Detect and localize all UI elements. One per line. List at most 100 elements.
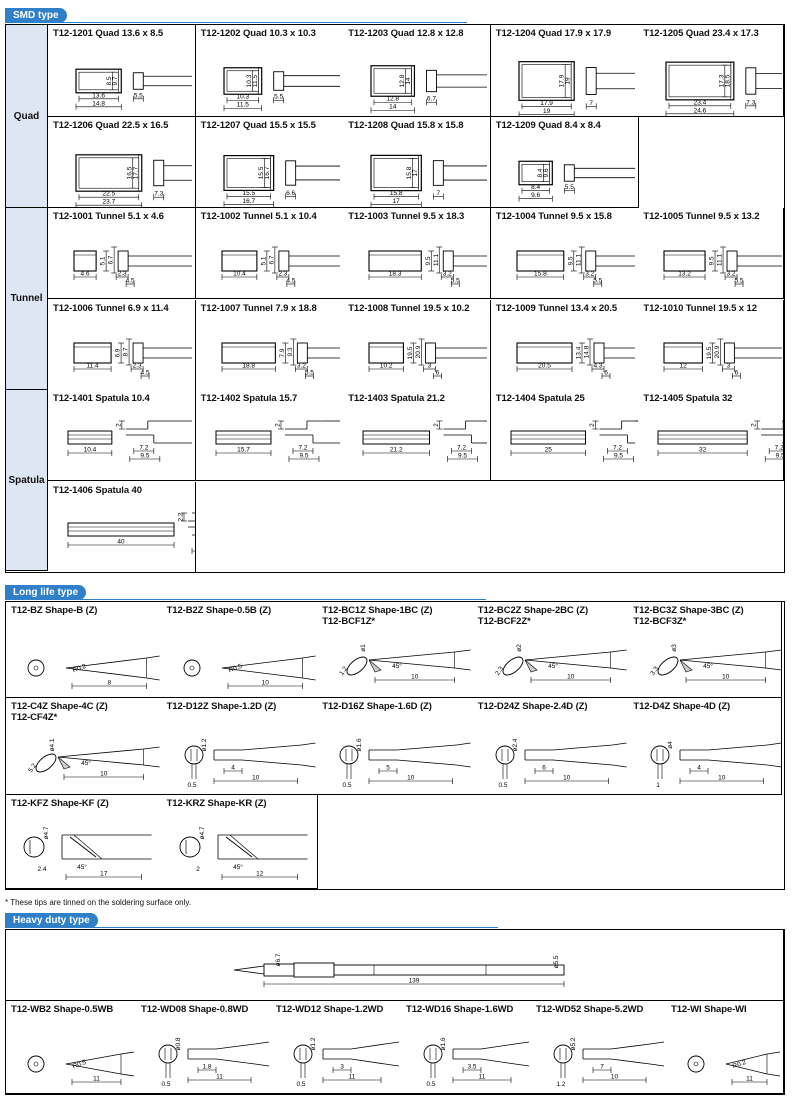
- dimension-label: ø6.7: [275, 953, 282, 966]
- dimension-label: 1.2: [338, 665, 349, 677]
- tip-title: T12-1005 Tunnel 9.5 x 13.2: [643, 211, 759, 222]
- dimension-label: 9.6: [543, 168, 550, 177]
- dimension-label: 6: [542, 765, 546, 772]
- dimension-label: 17: [393, 198, 401, 205]
- dimension-label: 11.5: [252, 75, 259, 88]
- dimension-label: 10: [567, 674, 575, 681]
- dimension-label: 10: [407, 775, 415, 782]
- dimension-label: 15.5: [242, 190, 255, 197]
- dimension-label: 11: [746, 1076, 753, 1083]
- dimension-label: 45°: [548, 662, 558, 670]
- dimension-label: 11: [479, 1074, 486, 1081]
- dimension-label: 6: [604, 370, 608, 377]
- dimension-label: 19: [543, 108, 551, 115]
- dimension-label: 4.3: [593, 363, 602, 370]
- tip-cell: T12-WD08 Shape-0.8WD ø0.8 0.5 1.8 11: [136, 1001, 272, 1094]
- dimension-label: 15.7: [237, 447, 250, 454]
- tip-model: T12-WD08 Shape-0.8WD: [141, 1004, 249, 1015]
- dimension-label: 18.5: [725, 74, 732, 87]
- dimension-label: R0.2: [72, 663, 88, 674]
- dimension-label: 7.3: [154, 191, 163, 198]
- tip-model: T12-1002 Tunnel 5.1 x 10.4: [200, 211, 317, 222]
- tip-model: T12-KRZ Shape-KR (Z): [166, 798, 267, 809]
- tip-model: T12-1006 Tunnel 6.9 x 11.4: [53, 303, 169, 314]
- dimension-label: 8.7: [123, 347, 130, 356]
- dimension-label: 11: [216, 1074, 223, 1081]
- tip-model: T12-B2Z Shape-0.5B (Z): [166, 605, 272, 616]
- dimension-label: 19.5: [706, 346, 713, 359]
- dimension-label: ø4.7: [43, 826, 50, 839]
- dimension-label: 5: [386, 765, 390, 772]
- tip-model: T12-1004 Tunnel 9.5 x 15.8: [495, 211, 612, 222]
- dimension-label: 9.5: [567, 256, 574, 265]
- tip-model: T12-WI Shape-WI: [671, 1004, 747, 1015]
- dimension-label: 2: [751, 423, 758, 427]
- tip-model: T12-1209 Quad 8.4 x 8.4: [495, 120, 601, 131]
- dimension-label: 2: [196, 866, 200, 873]
- tinned-footnote: * These tips are tinned on the soldering…: [5, 898, 192, 907]
- dimension-label: 9.3: [286, 347, 293, 356]
- dimension-label: 13.4: [575, 346, 582, 359]
- dimension-label: ø4: [667, 741, 674, 749]
- dimension-label: 0.5: [161, 1081, 170, 1088]
- dimension-label: 7.2: [139, 445, 148, 452]
- dimension-label: 20.9: [415, 345, 422, 358]
- tip-title: T12-1401 Spatula 10.4: [53, 393, 150, 404]
- tip-drawing: ø1.60.53.511: [423, 1037, 530, 1088]
- tip-model: T12-WB2 Shape-0.5WB: [11, 1004, 114, 1015]
- dimension-label: 17.3: [719, 74, 726, 87]
- dimension-label: 4: [231, 765, 235, 772]
- tip-model: T12-BZ Shape-B (Z): [11, 605, 98, 616]
- dimension-label: 4.5: [141, 370, 150, 377]
- dimension-label: 21.2: [390, 447, 403, 454]
- dimension-label: 3.2: [443, 271, 452, 278]
- dimension-label: ø1.2: [201, 738, 208, 751]
- dimension-label: 19.5: [407, 346, 414, 359]
- heavy-section-header: Heavy duty type: [5, 913, 497, 928]
- dimension-label: 15.8: [534, 271, 547, 278]
- dimension-label: 11.1: [717, 254, 724, 267]
- dimension-label: 6.7: [427, 96, 436, 103]
- dimension-label: 6.6: [286, 190, 295, 197]
- dimension-label: 17: [412, 169, 419, 177]
- dimension-label: ø0.8: [175, 1037, 182, 1050]
- dimension-label: 2.2: [178, 512, 185, 521]
- dimension-label: 15.8: [390, 190, 403, 197]
- dimension-label: R0.5: [72, 1059, 88, 1070]
- tip-model-alt: T12-CF4Z*: [11, 712, 58, 723]
- dimension-label: 12: [256, 871, 264, 878]
- tip-model: T12-1007 Tunnel 7.9 x 18.8: [200, 303, 317, 314]
- dimension-label: 1.8: [202, 1064, 211, 1071]
- dimension-label: 6.9: [115, 348, 122, 357]
- tip-title: T12-1405 Spatula 32: [643, 393, 732, 404]
- tip-model: T12-1402 Spatula 15.7: [200, 393, 298, 404]
- dimension-label: 2: [115, 423, 122, 427]
- dimension-label: 6: [735, 370, 739, 377]
